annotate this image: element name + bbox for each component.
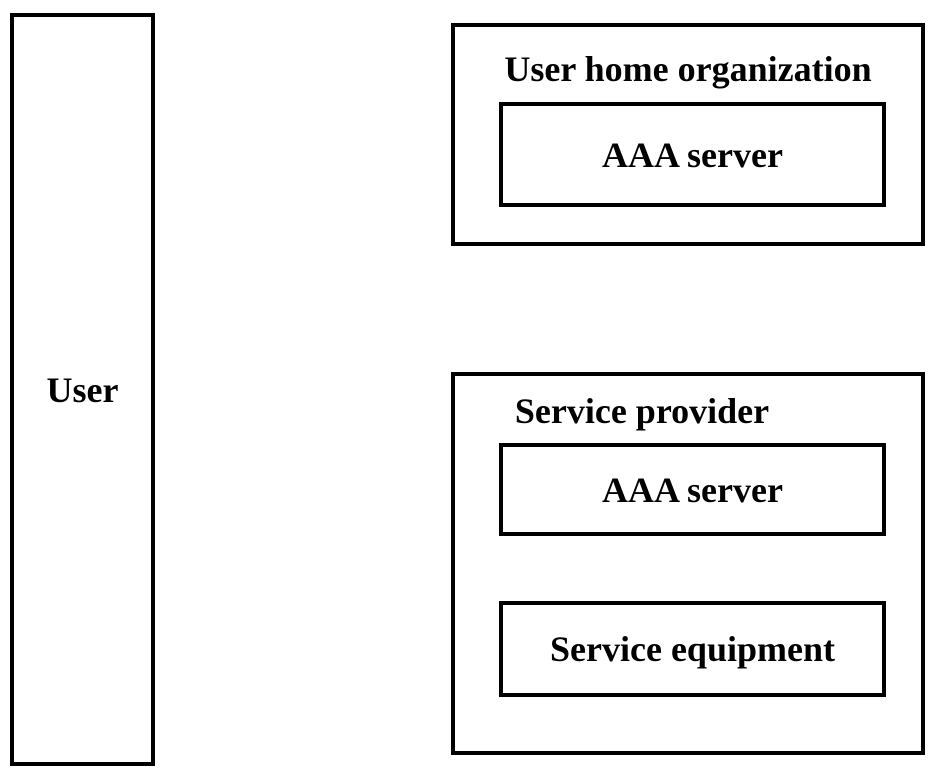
home-aaa-server-label: AAA server bbox=[602, 134, 783, 175]
provider-aaa-server-label: AAA server bbox=[602, 469, 783, 510]
service-equipment-label: Service equipment bbox=[550, 629, 835, 669]
user-entity-box: User bbox=[10, 13, 155, 766]
service-provider-box: Service provider bbox=[451, 372, 925, 755]
service-provider-title: Service provider bbox=[514, 391, 770, 431]
service-equipment-box: Service equipment bbox=[499, 601, 886, 697]
provider-aaa-server-box: AAA server bbox=[499, 443, 886, 536]
user-home-organization-title: User home organization bbox=[504, 49, 872, 89]
home-aaa-server-box: AAA server bbox=[499, 102, 886, 207]
user-label: User bbox=[46, 369, 119, 410]
